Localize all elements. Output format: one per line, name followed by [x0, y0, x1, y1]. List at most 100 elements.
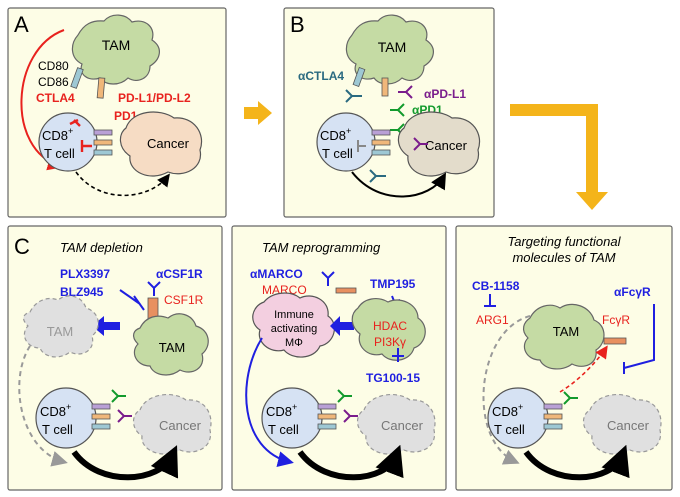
csf1r-inhibit-icon: [119, 289, 145, 311]
panel-b-letter: B: [290, 12, 305, 37]
cd8-label-c1: CD8+: [40, 402, 71, 419]
cd8-text-a: CD8: [42, 128, 68, 143]
cd8-label-c3: CD8+: [492, 402, 523, 419]
reprogram-arrow: [330, 316, 354, 336]
tg-inhibit-icon: [392, 348, 404, 362]
pd1-inhibit-mark-b: [357, 140, 366, 152]
c3-receptor-1: [543, 403, 563, 410]
tcell-receptor-1: [93, 129, 113, 136]
tcell-label-a: T cell: [44, 146, 75, 161]
marco-receptor: [335, 287, 357, 294]
cd8-sup-a: +: [68, 126, 73, 136]
apd1-antibody-icon-1: [390, 103, 405, 117]
fcgr-label: FcγR: [602, 313, 630, 327]
cd8-sup-c3: +: [518, 402, 523, 412]
c1-receptor-3: [91, 423, 111, 430]
csf1r-label: CSF1R: [164, 293, 204, 307]
afcgr-label: αFcγR: [614, 285, 651, 299]
apdl1-antibody-icon: [398, 85, 413, 99]
apdl1-bound-icon: [413, 137, 428, 151]
targeting-title1: Targeting functional: [508, 234, 622, 249]
tcell-receptor-b2: [371, 139, 391, 146]
hdac-label: HDAC: [373, 319, 407, 333]
tcell-receptor-b1: [371, 129, 391, 136]
actla4-bound-icon: [369, 169, 386, 183]
pd1-inhibit-mark: [80, 140, 92, 152]
immune-line3: MΦ: [285, 337, 303, 349]
immune-line1: Immune: [274, 309, 314, 321]
cd86-label: CD86: [38, 75, 69, 89]
killing-arrow-a: [75, 171, 170, 197]
cd80-ligand-a: [70, 67, 84, 89]
cancer-ghost-c2: [356, 393, 436, 455]
fcgr-dashed-arrow: [559, 345, 608, 393]
cancer-label-b: Cancer: [425, 138, 468, 153]
c2-apd1-icon: [337, 389, 352, 403]
actla4-antibody-icon: [345, 89, 362, 103]
tam-label-c1: TAM: [159, 340, 185, 355]
tam-label-c3: TAM: [553, 324, 579, 339]
acsf1r-antibody-icon: [147, 281, 161, 296]
c1-apd1-icon: [111, 389, 126, 403]
pdl-ligand-a: [96, 77, 106, 99]
arg1-label: ARG1: [476, 313, 509, 327]
tam-ghost-c1: [22, 295, 99, 358]
tam-cell-c1: [132, 313, 209, 376]
cancer-label-c1: Cancer: [159, 418, 202, 433]
actla4-label: αCTLA4: [298, 69, 344, 83]
activation-arc: [245, 337, 294, 467]
tam-ghost-label: TAM: [47, 324, 73, 339]
amarco-antibody-icon: [321, 271, 335, 286]
cancer-ghost-c3: [582, 393, 662, 455]
cd8-label-a: CD8+: [42, 126, 73, 143]
plx-label: PLX3397: [60, 267, 110, 281]
tcell-label-b: T cell: [322, 146, 353, 161]
c3-receptor-3: [543, 423, 563, 430]
tcell-receptor-3: [93, 149, 113, 156]
cb-label: CB-1158: [472, 279, 520, 293]
killing-arrow-b: [351, 171, 447, 198]
fcgr-receptor: [603, 337, 627, 345]
tcell-receptor-2: [93, 139, 113, 146]
c2-receptor-2: [317, 413, 337, 420]
amarco-label: αMARCO: [250, 267, 303, 281]
killing-arrow-c1: [71, 445, 179, 481]
cancer-label-a: Cancer: [147, 136, 190, 151]
c2-receptor-1: [317, 403, 337, 410]
tcell-label-c2: T cell: [268, 422, 299, 437]
pi3k-label: PI3Kγ: [374, 335, 406, 349]
tam-cell-c2: [351, 298, 426, 361]
blz-label: BLZ945: [60, 285, 104, 299]
tcell-label-c1: T cell: [42, 422, 73, 437]
tam-cell-c3: [522, 303, 605, 370]
c1-receptor-2: [91, 413, 111, 420]
apdl1-label: αPD-L1: [424, 87, 466, 101]
killing-arrow-c3: [523, 444, 630, 481]
pdl-label: PD-L1/PD-L2: [118, 91, 191, 105]
cd8-sup-c1: +: [66, 402, 71, 412]
arg1-feedback-arc: [482, 315, 531, 465]
cd8-text-c1: CD8: [40, 404, 66, 419]
c2-apdl1-icon: [343, 409, 358, 423]
cancer-cell-b: [397, 111, 481, 177]
tcell-label-c3: T cell: [494, 422, 525, 437]
ghost-feedback-arc: [18, 345, 68, 467]
tam-cell-b: [345, 14, 434, 85]
marco-label: MARCO: [262, 283, 307, 297]
afcgr-inhibit-line: [623, 304, 655, 374]
panel-c-letter: C: [14, 234, 30, 259]
c1-receptor-1: [91, 403, 111, 410]
ctla4-label: CTLA4: [36, 91, 75, 105]
cd8-text-b: CD8: [320, 128, 346, 143]
cd8-text-c2: CD8: [266, 404, 292, 419]
immune-line2: activating: [271, 323, 317, 335]
panel-c-depletion: C TAM depletion PLX3397 BLZ945 αCSF1R CS…: [7, 225, 223, 491]
tg-label: TG100-15: [366, 371, 420, 385]
pdl-ligand-b: [381, 77, 389, 97]
cancer-ghost-c1: [132, 393, 212, 455]
panel-c-reprogramming: TAM reprogramming αMARCO MARCO TMP195 Im…: [231, 225, 447, 491]
c1-apdl1-icon: [117, 409, 132, 423]
panel-b: B TAM αCTLA4 αPD-L1 αPD1 CD8+ T cell Can…: [283, 7, 495, 218]
cd80-label: CD80: [38, 59, 69, 73]
